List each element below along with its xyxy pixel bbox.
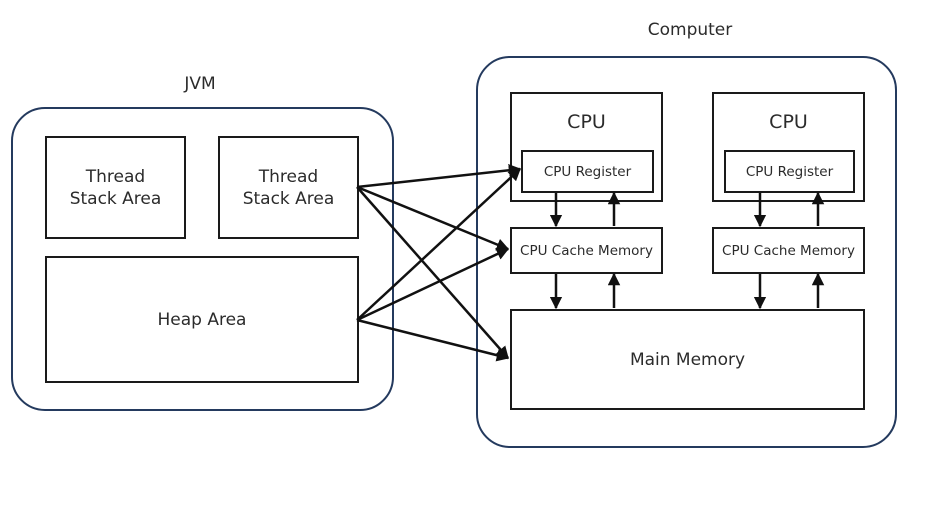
thread-stack-area-1: Thread Stack Area (45, 136, 186, 239)
cpu-1-register-label: CPU Register (543, 163, 632, 180)
arrow-stack-to-cpu1-cache (356, 185, 510, 251)
heap-area-label: Heap Area (157, 309, 247, 330)
cpu-2-cache-memory: CPU Cache Memory (712, 227, 865, 274)
jvm-container (11, 107, 394, 411)
cpu-2-cache-memory-label: CPU Cache Memory (722, 242, 855, 259)
arrow-stack-to-main-memory (356, 186, 509, 359)
cpu-1-cache-memory-label: CPU Cache Memory (520, 242, 653, 259)
arrow-heap-to-main-memory (356, 318, 510, 362)
cpu-2-register-label: CPU Register (745, 163, 834, 180)
thread-stack-area-1-label: Thread Stack Area (69, 166, 162, 209)
computer-container (476, 56, 897, 448)
main-memory-label: Main Memory (629, 349, 746, 370)
jvm-title: JVM (184, 74, 216, 94)
arrow-heap-to-cpu1-cache (356, 247, 510, 322)
thread-stack-area-2-label: Thread Stack Area (242, 166, 335, 209)
cpu-1-register: CPU Register (521, 150, 654, 193)
cpu-1-cache-memory: CPU Cache Memory (510, 227, 663, 274)
thread-stack-area-2: Thread Stack Area (218, 136, 359, 239)
cpu-2-register: CPU Register (724, 150, 855, 193)
arrow-stack-to-cpu1-register (356, 164, 522, 189)
main-memory: Main Memory (510, 309, 865, 410)
heap-area: Heap Area (45, 256, 359, 383)
cpu-2-label: CPU (769, 111, 808, 133)
arrow-heap-to-cpu1-register (356, 168, 521, 321)
computer-title: Computer (647, 20, 733, 40)
cpu-1-label: CPU (567, 111, 606, 133)
